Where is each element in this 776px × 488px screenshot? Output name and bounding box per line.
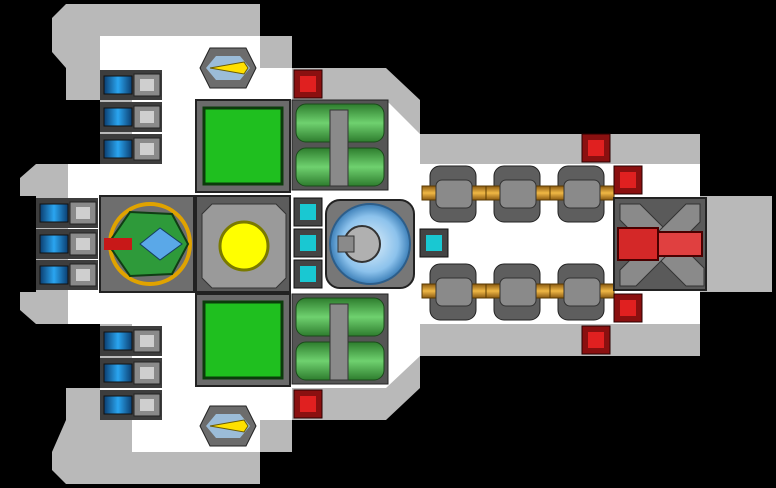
cockpit[interactable] — [99, 195, 195, 293]
shield-dome[interactable] — [325, 199, 415, 289]
red-nodes[interactable] — [293, 69, 643, 419]
cyan-nodes[interactable] — [293, 197, 449, 289]
turret-row-bottom[interactable] — [421, 263, 615, 321]
hangar-bay-top[interactable] — [195, 99, 291, 193]
thruster-bank-bottom[interactable] — [100, 326, 162, 420]
hangar-bay-bottom[interactable] — [195, 293, 291, 387]
thruster-bank-top[interactable] — [100, 70, 162, 164]
tank-cluster-bottom — [291, 293, 389, 385]
heavy-cannon[interactable] — [613, 197, 707, 291]
reactor-core[interactable] — [195, 195, 291, 293]
thruster-bank-middle[interactable] — [36, 198, 98, 290]
tank-cluster-top — [291, 99, 389, 191]
turret-row-top[interactable] — [421, 165, 615, 223]
fighter-top[interactable] — [199, 47, 257, 89]
nose-panel — [700, 196, 772, 292]
fighter-bottom[interactable] — [199, 405, 257, 447]
